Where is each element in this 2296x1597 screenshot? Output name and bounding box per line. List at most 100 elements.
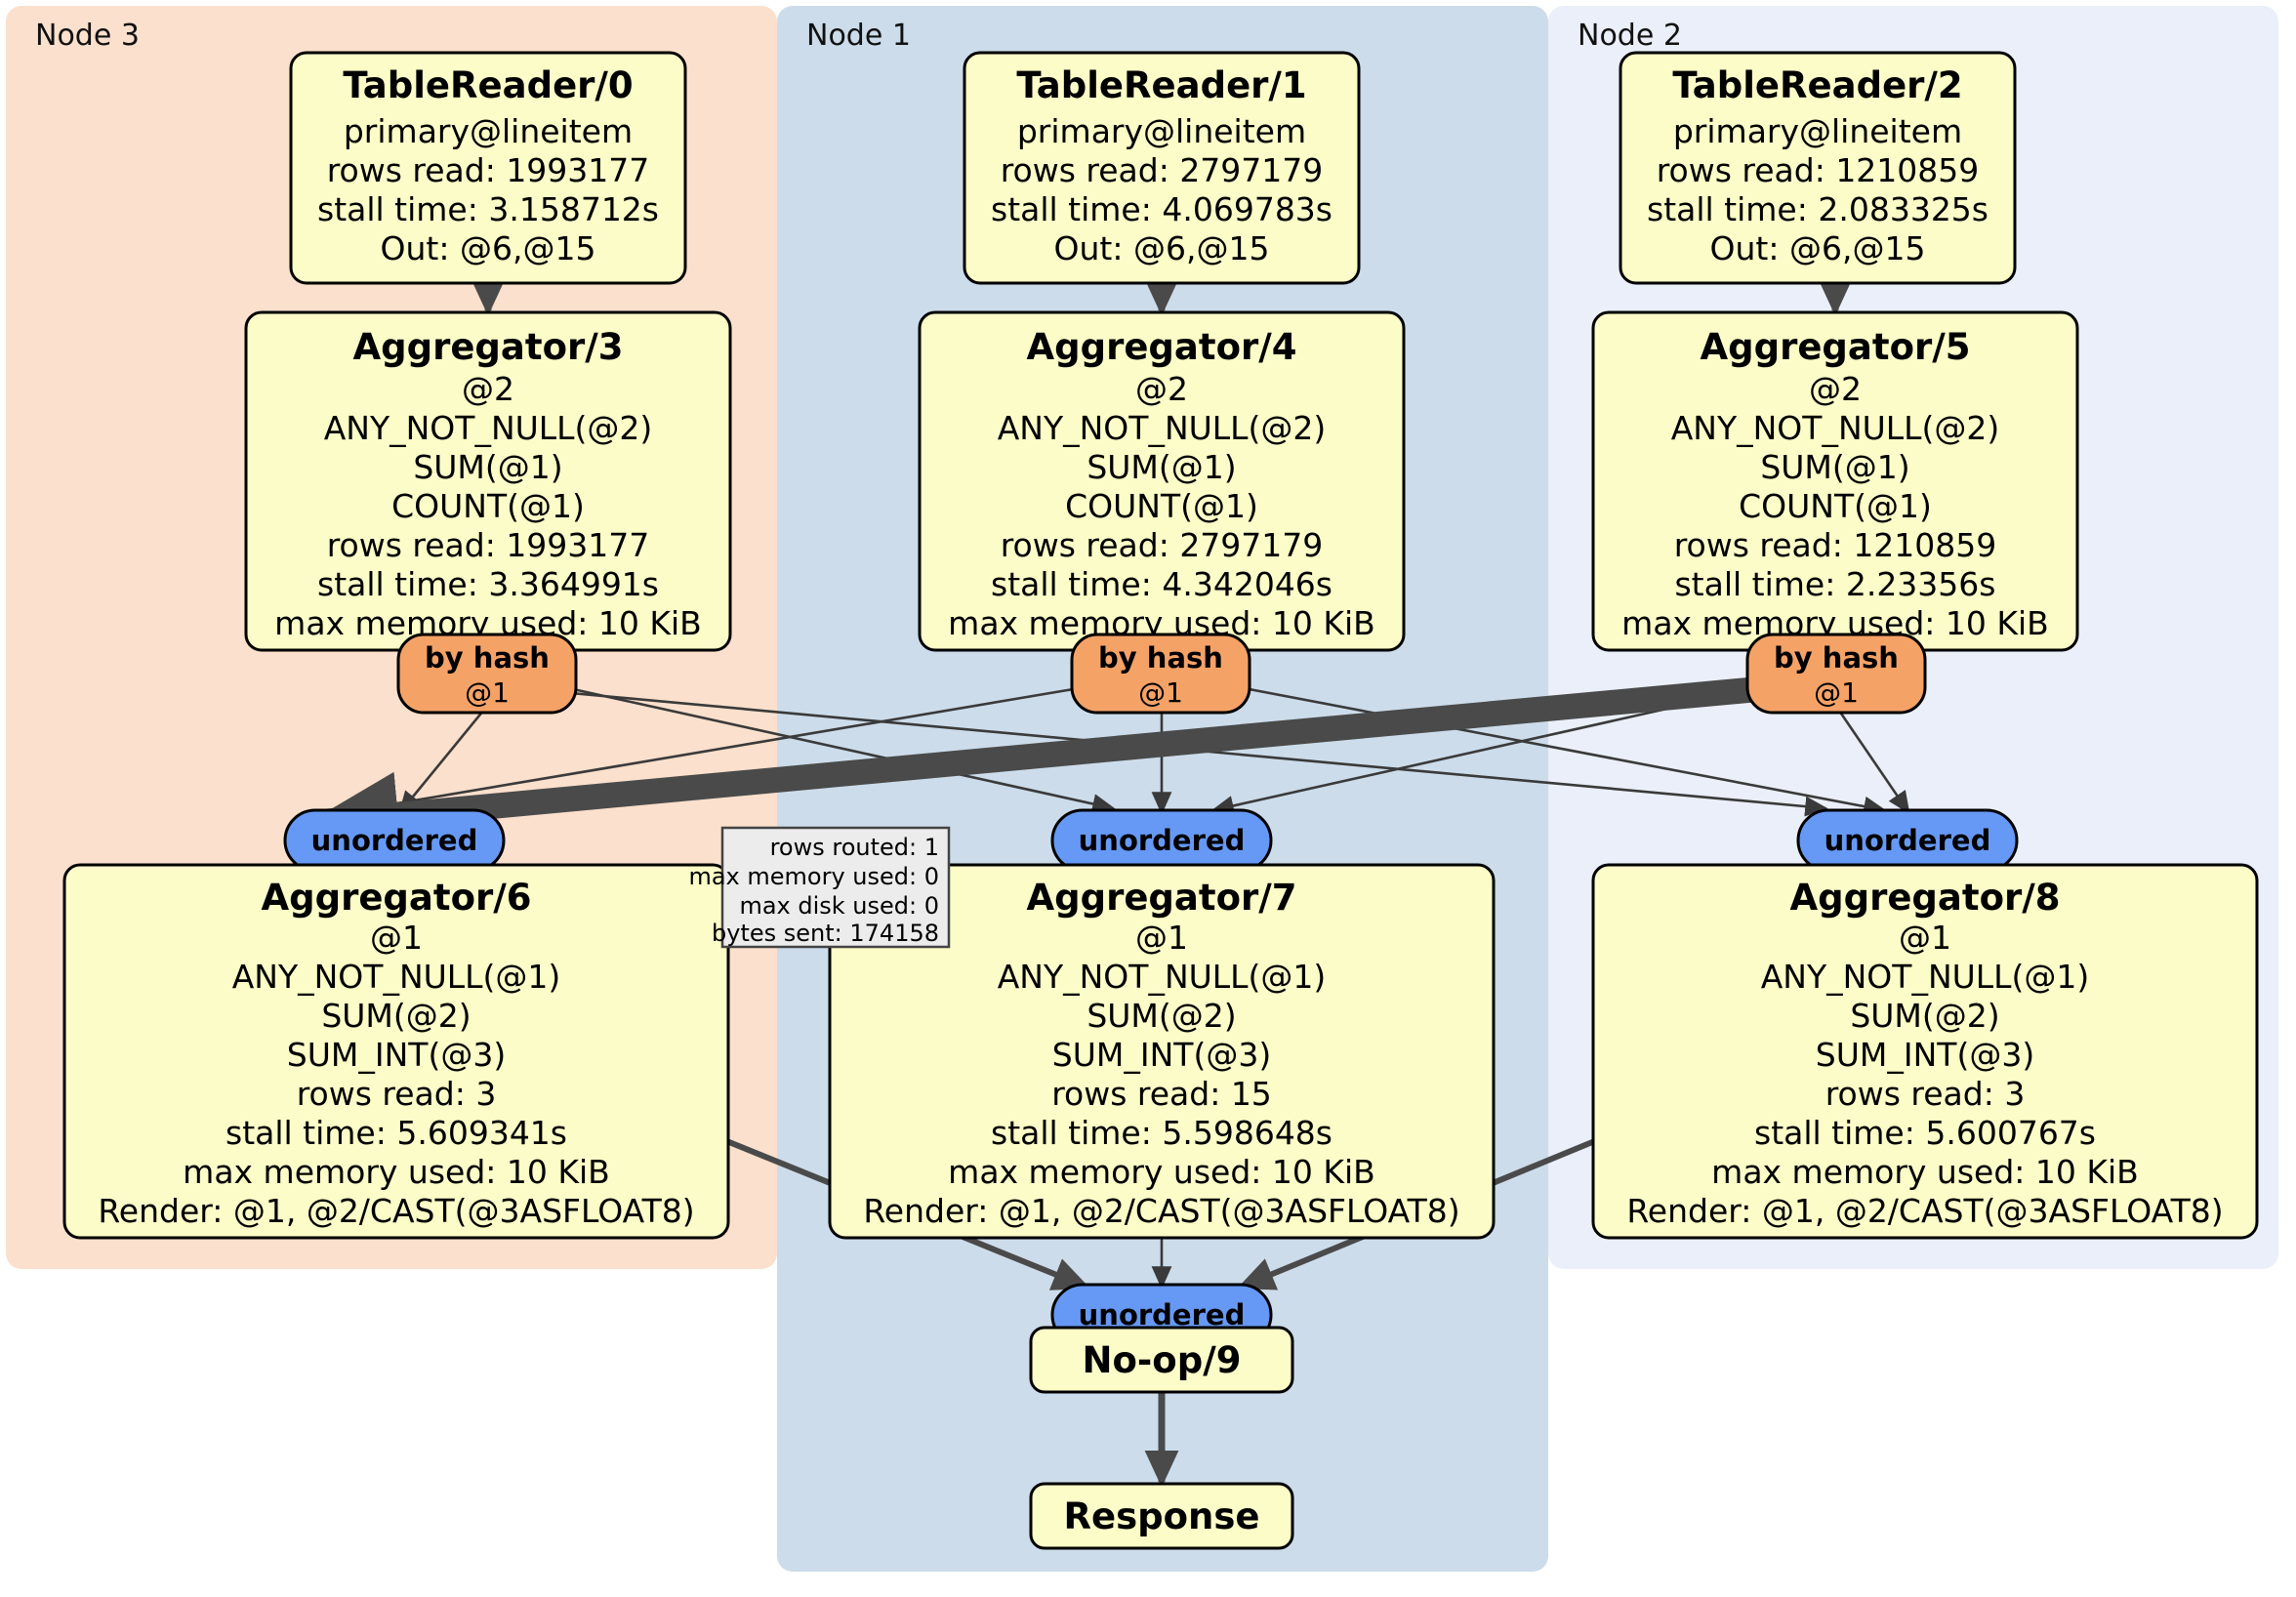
synchronizer-node3-label: unordered (311, 824, 478, 857)
response-node[interactable]: Response (1029, 1482, 1294, 1550)
router-by-hash-node1-title: by hash (1098, 641, 1223, 675)
aggregator-6-line: rows read: 3 (297, 1075, 497, 1113)
tablereader-1-box[interactable] (963, 51, 1361, 285)
aggregator-7-line: Render: @1, @2/CAST(@3ASFLOAT8) (863, 1192, 1459, 1230)
aggregator-8-line: max memory used: 10 KiB (1711, 1153, 2139, 1191)
cluster-node1-label: Node 1 (806, 19, 911, 53)
edge-stats-tooltip-box (720, 826, 951, 949)
aggregator-3-title: Aggregator/3 (352, 326, 623, 368)
router-by-hash-node3[interactable]: by hash @1 (396, 633, 578, 715)
aggregator-3-line: rows read: 1993177 (327, 526, 650, 564)
tablereader-2-line: primary@lineitem (1673, 112, 1962, 150)
tablereader-0-line: rows read: 1993177 (327, 151, 650, 189)
aggregator-8-line: Render: @1, @2/CAST(@3ASFLOAT8) (1626, 1192, 2223, 1230)
noop-node[interactable]: No-op/9 (1029, 1326, 1294, 1394)
tablereader-0-box[interactable] (289, 51, 687, 285)
aggregator-8-line: SUM(@2) (1850, 997, 1999, 1035)
synchronizer-node1[interactable]: unordered (1050, 808, 1273, 873)
aggregator-3-line: COUNT(@1) (391, 487, 585, 525)
response-box[interactable] (1029, 1482, 1294, 1550)
aggregator-7-node[interactable]: Aggregator/7 @1 ANY_NOT_NULL(@1) SUM(@2)… (828, 863, 1496, 1240)
aggregator-5-line: ANY_NOT_NULL(@2) (1671, 409, 2000, 447)
aggregator-4-node[interactable]: Aggregator/4 @2 ANY_NOT_NULL(@2) SUM(@1)… (918, 310, 1406, 652)
aggregator-5-line: COUNT(@1) (1739, 487, 1932, 525)
aggregator-6-line: stall time: 5.609341s (226, 1114, 567, 1152)
router-by-hash-node2[interactable]: by hash @1 (1745, 633, 1927, 715)
aggregator-4-line: rows read: 2797179 (1001, 526, 1324, 564)
tablereader-2-line: stall time: 2.083325s (1647, 190, 1988, 228)
edge-hash1-sync3 (353, 681, 1109, 817)
edge-stats-tooltip-line: rows routed: 1 (770, 834, 939, 861)
aggregator-4-title: Aggregator/4 (1026, 326, 1296, 368)
aggregator-6-line: max memory used: 10 KiB (183, 1153, 610, 1191)
aggregator-3-line: SUM(@1) (413, 448, 562, 486)
tablereader-1-title: TableReader/1 (1016, 64, 1306, 106)
edge-hash3-sync1 (546, 681, 1116, 814)
aggregator-8-line: rows read: 3 (1825, 1075, 2026, 1113)
noop-label: No-op/9 (1083, 1339, 1242, 1381)
synchronizer-node3[interactable]: unordered (283, 808, 506, 873)
aggregator-7-line: ANY_NOT_NULL(@1) (998, 958, 1327, 996)
tablereader-2-line: rows read: 1210859 (1657, 151, 1980, 189)
router-by-hash-node2-box[interactable] (1745, 633, 1927, 715)
router-by-hash-node3-detail: @1 (465, 676, 510, 709)
aggregator-4-line: COUNT(@1) (1065, 487, 1258, 525)
router-by-hash-node1-detail: @1 (1138, 676, 1183, 709)
aggregator-6-box[interactable] (62, 863, 730, 1240)
aggregator-8-line: stall time: 5.600767s (1754, 1114, 2096, 1152)
aggregator-3-node[interactable]: Aggregator/3 @2 ANY_NOT_NULL(@2) SUM(@1)… (244, 310, 732, 652)
tablereader-2-box[interactable] (1619, 51, 2017, 285)
aggregator-7-box[interactable] (828, 863, 1496, 1240)
tablereader-0-line: stall time: 3.158712s (317, 190, 659, 228)
aggregator-8-node[interactable]: Aggregator/8 @1 ANY_NOT_NULL(@1) SUM(@2)… (1591, 863, 2259, 1240)
tablereader-1-node[interactable]: TableReader/1 primary@lineitem rows read… (963, 51, 1361, 285)
aggregator-5-line: stall time: 2.23356s (1674, 565, 1995, 603)
tablereader-0-line: primary@lineitem (344, 112, 633, 150)
aggregator-6-line: Render: @1, @2/CAST(@3ASFLOAT8) (98, 1192, 694, 1230)
cluster-node2-label: Node 2 (1578, 19, 1682, 53)
edge-stats-tooltip-line: bytes sent: 174158 (712, 920, 939, 947)
response-label: Response (1064, 1495, 1260, 1537)
router-by-hash-node1-box[interactable] (1070, 633, 1251, 715)
aggregator-7-line: rows read: 15 (1051, 1075, 1272, 1113)
aggregator-3-line: stall time: 3.364991s (317, 565, 659, 603)
tablereader-0-line: Out: @6,@15 (381, 229, 596, 267)
noop-box[interactable] (1029, 1326, 1294, 1394)
aggregator-6-line: SUM_INT(@3) (287, 1036, 506, 1074)
aggregator-5-title: Aggregator/5 (1700, 326, 1970, 368)
aggregator-3-line: ANY_NOT_NULL(@2) (324, 409, 653, 447)
aggregator-3-line: @2 (462, 370, 514, 408)
aggregator-7-line: SUM_INT(@3) (1052, 1036, 1271, 1074)
aggregator-7-line: @1 (1135, 919, 1188, 957)
aggregator-8-line: SUM_INT(@3) (1816, 1036, 2034, 1074)
tablereader-2-line: Out: @6,@15 (1710, 229, 1926, 267)
aggregator-6-line: SUM(@2) (321, 997, 471, 1035)
edge-stats-tooltip-line: max memory used: 0 (688, 863, 939, 890)
aggregator-7-line: max memory used: 10 KiB (948, 1153, 1375, 1191)
aggregator-6-node[interactable]: Aggregator/6 @1 ANY_NOT_NULL(@1) SUM(@2)… (62, 863, 730, 1240)
router-by-hash-node3-box[interactable] (396, 633, 578, 715)
router-by-hash-node2-title: by hash (1774, 641, 1899, 675)
synchronizer-node2[interactable]: unordered (1796, 808, 2019, 873)
aggregator-5-node[interactable]: Aggregator/5 @2 ANY_NOT_NULL(@2) SUM(@1)… (1591, 310, 2079, 652)
router-by-hash-node1[interactable]: by hash @1 (1070, 633, 1251, 715)
aggregator-6-title: Aggregator/6 (261, 877, 531, 919)
aggregator-6-line: ANY_NOT_NULL(@1) (232, 958, 561, 996)
aggregator-8-box[interactable] (1591, 863, 2259, 1240)
edge-hash3-sync3 (398, 704, 490, 815)
tablereader-2-title: TableReader/2 (1672, 64, 1962, 106)
synchronizer-node1-label: unordered (1079, 824, 1246, 857)
aggregator-5-line: rows read: 1210859 (1674, 526, 1997, 564)
aggregator-5-line: @2 (1809, 370, 1862, 408)
router-by-hash-node2-detail: @1 (1814, 676, 1859, 709)
tablereader-0-title: TableReader/0 (343, 64, 633, 106)
tablereader-1-line: Out: @6,@15 (1054, 229, 1270, 267)
tablereader-2-node[interactable]: TableReader/2 primary@lineitem rows read… (1619, 51, 2017, 285)
aggregator-7-line: SUM(@2) (1086, 997, 1236, 1035)
router-by-hash-node3-title: by hash (425, 641, 550, 675)
tablereader-0-node[interactable]: TableReader/0 primary@lineitem rows read… (289, 51, 687, 285)
aggregator-7-line: stall time: 5.598648s (991, 1114, 1332, 1152)
aggregator-8-line: ANY_NOT_NULL(@1) (1761, 958, 2090, 996)
edge-stats-tooltip: rows routed: 1 max memory used: 0 max di… (688, 826, 951, 949)
